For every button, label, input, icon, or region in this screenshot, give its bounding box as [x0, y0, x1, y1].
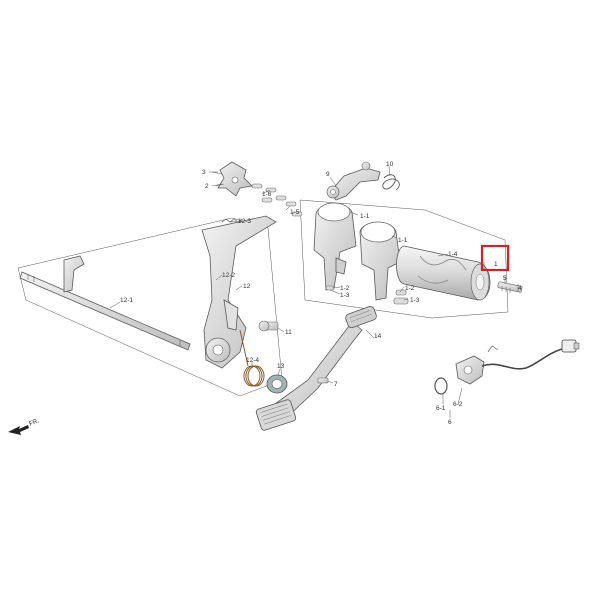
- callout-1-4: 1-4: [448, 251, 458, 258]
- part-drum-bolt: [497, 281, 523, 293]
- callout-labels: 3 2 1-6 1-5 9 10 1-1 1-1 1-4 1 5 4 1-2 1…: [120, 161, 522, 426]
- callout-1-1-a: 1-1: [360, 213, 370, 220]
- callout-9: 9: [326, 171, 330, 178]
- part-dowel-pins: [251, 183, 303, 217]
- callout-6-1: 6-1: [436, 405, 446, 412]
- part-gear-position-sensor: [455, 339, 580, 385]
- leader-lines: [109, 165, 519, 418]
- front-label: FR.: [28, 417, 41, 427]
- part-shift-fork-left: [313, 202, 357, 291]
- callout-6: 6: [448, 419, 452, 426]
- callout-1-2-b: 1-2: [405, 285, 415, 292]
- callout-11: 11: [285, 329, 292, 336]
- part-shift-arm: [201, 215, 277, 369]
- part-fork-pins: [325, 285, 409, 305]
- part-oil-seal: [266, 374, 288, 394]
- callout-12-2: 12-2: [222, 272, 235, 279]
- callout-1-3-b: 1-3: [410, 297, 420, 304]
- part-stopper-arm: [326, 161, 381, 201]
- callout-14: 14: [374, 333, 382, 340]
- assembly-outline-shift-drum: [299, 199, 509, 319]
- front-arrow-icon: [8, 425, 29, 435]
- callout-2: 2: [205, 183, 209, 190]
- part-pedal-bolt: [317, 377, 329, 384]
- callout-1-6: 1-6: [262, 191, 272, 198]
- part-shift-fork-right: [359, 221, 401, 301]
- callout-12-1: 12-1: [120, 297, 133, 304]
- part-pivot-bolt: [258, 320, 279, 332]
- front-direction-indicator: FR.: [8, 417, 41, 435]
- part-small-spring: [221, 218, 243, 223]
- part-return-spring: [382, 174, 400, 191]
- callout-12: 12: [243, 283, 251, 290]
- callout-6-2: 6-2: [453, 401, 463, 408]
- callout-1-5: 1-5: [290, 209, 300, 216]
- part-shift-drum: [396, 245, 491, 301]
- callout-13: 13: [277, 363, 285, 370]
- callout-1-2-a: 1-2: [340, 285, 350, 292]
- callout-1: 1: [494, 261, 498, 268]
- callout-5: 5: [503, 275, 507, 282]
- assembly-outline-shift-pedal: [17, 217, 283, 397]
- part-shift-pedal: [255, 306, 377, 431]
- callout-4: 4: [518, 285, 522, 292]
- highlight-box: [480, 244, 510, 272]
- callout-3: 3: [202, 169, 206, 176]
- callout-10: 10: [386, 161, 394, 168]
- callout-12-3: 12-3: [238, 218, 251, 225]
- part-shift-spindle: [19, 255, 191, 351]
- callout-12-4: 12-4: [246, 357, 259, 364]
- callout-1-1-b: 1-1: [398, 237, 408, 244]
- part-torsion-spring: [239, 329, 265, 387]
- callout-7: 7: [334, 381, 338, 388]
- part-star-cam: [211, 161, 253, 197]
- callout-1-3-a: 1-3: [340, 292, 350, 299]
- part-o-ring: [434, 377, 448, 395]
